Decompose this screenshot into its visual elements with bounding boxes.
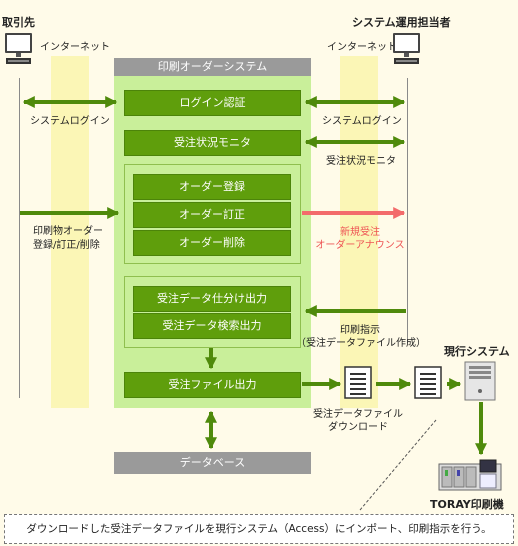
client-order-label-2: 登録/訂正/削除 <box>33 240 100 251</box>
operator-network-label: インターネット <box>327 42 397 53</box>
data-search-output-button[interactable]: 受注データ検索出力 <box>133 313 291 339</box>
announce-label-1: 新規受注 <box>340 227 380 238</box>
file-output-button[interactable]: 受注ファイル出力 <box>124 372 301 398</box>
operator-lifeline <box>407 78 408 343</box>
operator-title: システム運用担当者 <box>352 16 451 29</box>
client-internet-band <box>51 56 89 408</box>
note-pointer <box>359 419 437 511</box>
instruction-note: ダウンロードした受注データファイルを現行システム（Access）にインポート、印… <box>4 514 514 544</box>
order-delete-button[interactable]: オーダー削除 <box>133 230 291 256</box>
print-instruction-label-2: （受注データファイル作成） <box>296 338 426 349</box>
login-auth-button[interactable]: ログイン認証 <box>124 90 301 116</box>
current-system-title: 現行システム <box>444 345 510 358</box>
announce-label-2: オーダーアナウンス <box>315 240 405 251</box>
data-file-icon <box>344 366 374 400</box>
operator-computer-icon <box>392 32 422 66</box>
server-icon <box>464 361 498 403</box>
system-title: 印刷オーダーシステム <box>114 58 311 76</box>
client-network-label: インターネット <box>40 42 110 53</box>
operator-internet-band <box>340 56 378 408</box>
operator-monitor-label: 受注状況モニタ <box>326 156 396 167</box>
client-title: 取引先 <box>2 16 35 29</box>
data-sort-output-button[interactable]: 受注データ仕分け出力 <box>133 286 291 312</box>
order-correct-button[interactable]: オーダー訂正 <box>133 202 291 228</box>
download-label-1: 受注データファイル <box>313 409 403 420</box>
downloaded-file-icon <box>414 366 444 400</box>
client-computer-icon <box>4 32 34 66</box>
operator-login-label: システムログイン <box>322 116 402 127</box>
printer-label: TORAY印刷機 <box>430 498 504 511</box>
client-lifeline <box>19 78 20 398</box>
client-order-label-1: 印刷物オーダー <box>33 226 103 237</box>
database-bar: データベース <box>114 452 311 474</box>
print-instruction-label-1: 印刷指示 <box>340 325 380 336</box>
printer-icon <box>438 458 502 492</box>
order-register-button[interactable]: オーダー登録 <box>133 174 291 200</box>
download-label-2: ダウンロード <box>328 422 388 433</box>
client-login-label: システムログイン <box>30 116 110 127</box>
order-monitor-button[interactable]: 受注状況モニタ <box>124 130 301 156</box>
